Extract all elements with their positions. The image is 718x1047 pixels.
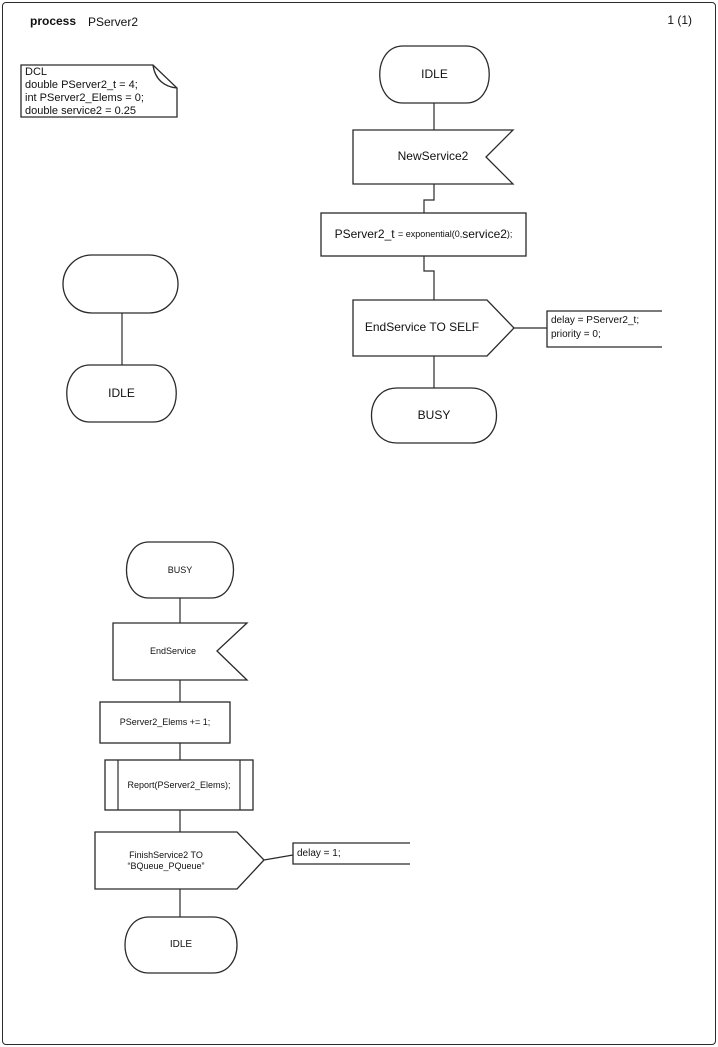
start-symbol[interactable] bbox=[62, 254, 179, 314]
task-exponential-label: PServer2_t = exponential(0,service2); bbox=[334, 226, 513, 241]
state-symbol-idle-left[interactable] bbox=[66, 364, 177, 423]
diagram-kind-label: process bbox=[30, 14, 77, 28]
procedure-call-symbol-report[interactable] bbox=[104, 759, 254, 811]
comment-delay-priority-text: delay = PServer2_t; priority = 0; bbox=[551, 314, 639, 342]
state-symbol-idle-bottom[interactable] bbox=[124, 916, 238, 974]
dcl-line: int PServer2_Elems = 0; bbox=[25, 92, 144, 104]
output-finishservice2-label: FinishService2 TO “BQueue_PQueue” bbox=[95, 832, 237, 889]
comment-symbol-delay-priority[interactable] bbox=[546, 310, 662, 348]
dcl-line: double PServer2_t = 4; bbox=[25, 79, 138, 91]
state-busy-top-label: BUSY bbox=[417, 407, 451, 422]
state-idle-bottom-label: IDLE bbox=[169, 939, 193, 951]
state-symbol-idle-top[interactable] bbox=[379, 45, 490, 104]
connector-task-to-output[interactable] bbox=[423, 256, 435, 300]
declaration-note-symbol[interactable] bbox=[20, 64, 178, 118]
comment-line: delay = PServer2_t; bbox=[551, 315, 640, 326]
page-number: 1 (1) bbox=[667, 13, 692, 27]
output-endservice-self-label: EndService TO SELF bbox=[364, 320, 480, 335]
state-busy-bottom-label: BUSY bbox=[167, 564, 193, 575]
comment-line: priority = 0; bbox=[551, 329, 601, 340]
state-idle-top-label: IDLE bbox=[421, 66, 448, 81]
dcl-line: double service2 = 0.25 bbox=[25, 105, 136, 117]
input-endservice-label: EndService bbox=[149, 646, 197, 657]
comment-symbol-delay1[interactable] bbox=[292, 842, 410, 865]
task-elems-increment-label: PServer2_Elems += 1; bbox=[119, 717, 211, 728]
output-line: FinishService2 TO bbox=[129, 850, 203, 861]
state-idle-left-label: IDLE bbox=[108, 385, 135, 400]
dcl-line: DCL bbox=[25, 66, 48, 78]
task-symbol-exponential[interactable] bbox=[320, 212, 527, 257]
process-name: PServer2 bbox=[88, 15, 139, 29]
task-symbol-elems-increment[interactable] bbox=[99, 701, 231, 744]
output-symbol-finishservice2[interactable] bbox=[94, 831, 265, 890]
output-symbol-endservice-self[interactable] bbox=[352, 299, 515, 357]
state-symbol-busy-bottom[interactable] bbox=[126, 541, 234, 599]
state-symbol-busy-top[interactable] bbox=[370, 387, 498, 444]
input-symbol-newservice2[interactable] bbox=[352, 129, 515, 185]
declaration-note-text: DCL double PServer2_t = 4; int PServer2_… bbox=[25, 66, 144, 118]
note-fold-corner bbox=[152, 64, 178, 89]
output-line: “BQueue_PQueue” bbox=[127, 860, 205, 871]
connector-output2-to-comment2[interactable] bbox=[263, 854, 294, 861]
procedure-report-label: Report(PServer2_Elems); bbox=[127, 779, 231, 790]
input-newservice2-label: NewService2 bbox=[397, 149, 469, 164]
connector-input-to-task[interactable] bbox=[423, 184, 435, 213]
comment-delay1-text: delay = 1; bbox=[297, 847, 341, 861]
input-symbol-endservice[interactable] bbox=[112, 622, 249, 681]
comment-line: delay = 1; bbox=[297, 848, 341, 859]
